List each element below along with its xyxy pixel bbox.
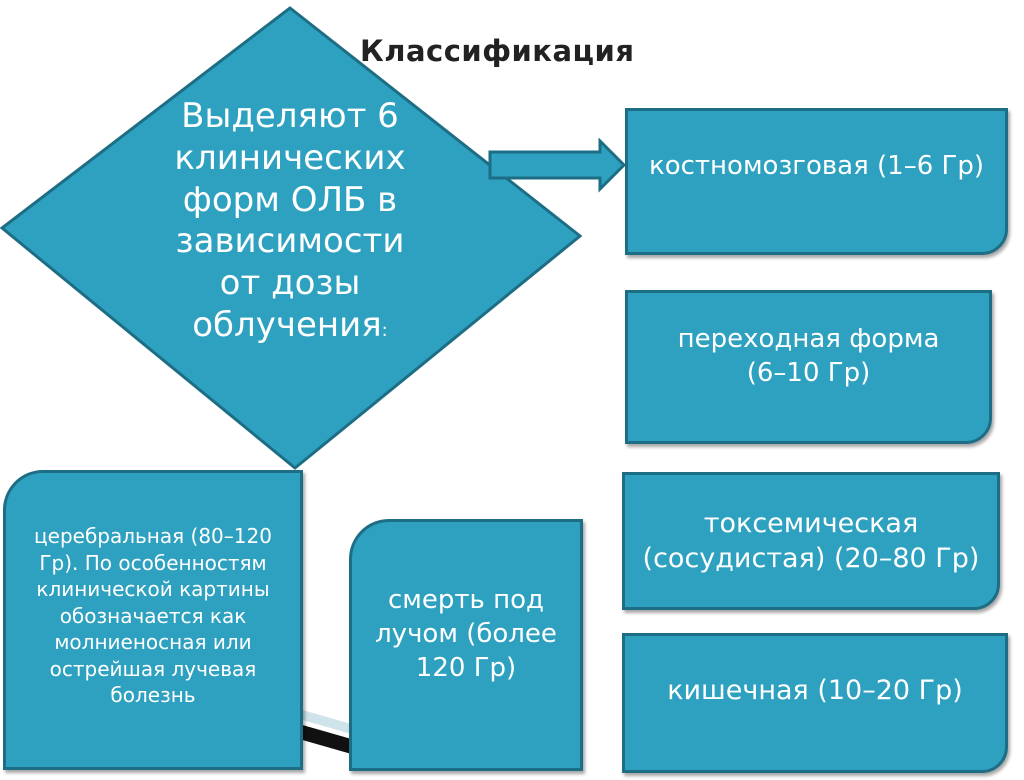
arrow-right-icon <box>488 138 627 193</box>
form-death-under-beam: смерть под лучом (более 120 Гр) <box>349 519 583 771</box>
diamond-text: Выделяют 6 клинических форм ОЛБ в зависи… <box>150 96 430 347</box>
form-bone-marrow: костномозговая (1–6 Гр) <box>625 108 1008 255</box>
diamond-text-main: Выделяют 6 клинических форм ОЛБ в зависи… <box>174 96 406 346</box>
slide-title: Классификация <box>360 34 635 68</box>
diamond-text-colon: : <box>381 320 388 342</box>
form-cerebral: церебральная (80–120 Гр). По особенностя… <box>3 470 303 770</box>
form-intestinal: кишечная (10–20 Гр) <box>622 633 1008 773</box>
diamond-shape <box>0 6 583 470</box>
form-transitional: переходная форма (6–10 Гр) <box>625 290 992 444</box>
form-toxemic: токсемическая (сосудистая) (20–80 Гр) <box>622 472 1000 610</box>
